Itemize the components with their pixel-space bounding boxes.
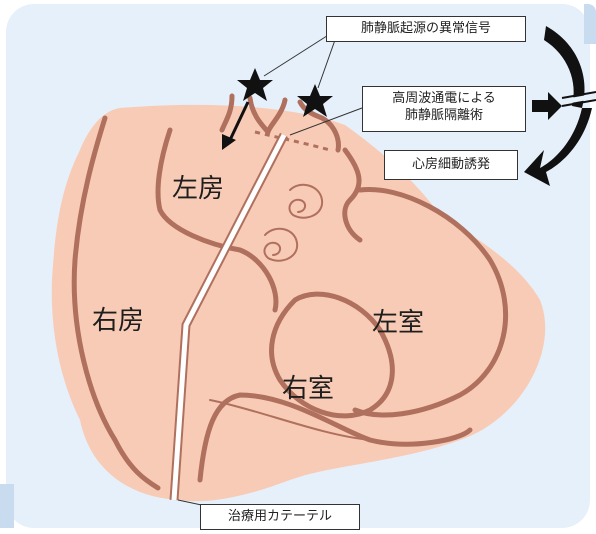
label-rf-ablation: 高周波通電による 肺静脈隔離術 [362, 86, 526, 132]
chamber-right-ventricle: 右室 [282, 368, 334, 405]
chamber-left-atrium: 左房 [172, 168, 224, 205]
label-catheter: 治療用カテーテル [200, 504, 360, 530]
chamber-right-atrium: 右房 [92, 300, 144, 337]
blocked-arrow [532, 92, 562, 120]
label-abnormal-signal: 肺静脈起源の異常信号 [326, 16, 526, 42]
label-rf-ablation-line2: 肺静脈隔離術 [369, 107, 519, 124]
label-af-induction: 心房細動誘発 [384, 150, 518, 180]
chamber-left-ventricle: 左室 [372, 302, 424, 339]
leader-signal-2 [318, 40, 335, 88]
label-rf-ablation-line1: 高周波通電による [369, 90, 519, 107]
star-marker-1 [237, 68, 273, 101]
curved-arrow-bottom [524, 108, 592, 186]
star-marker-2 [297, 84, 333, 117]
leader-signal-1 [264, 34, 330, 76]
